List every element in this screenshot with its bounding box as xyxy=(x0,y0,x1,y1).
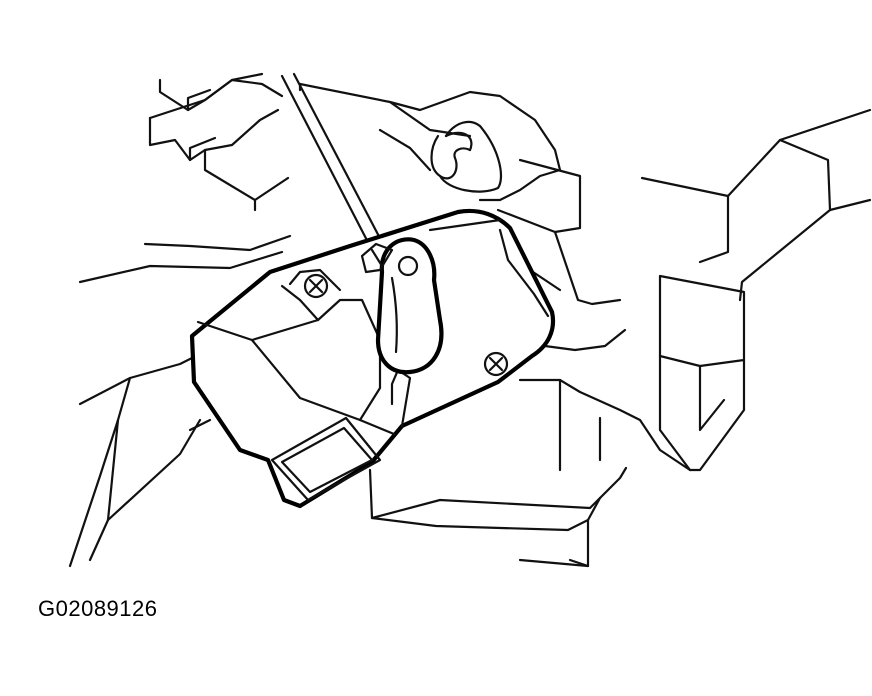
upper-left-bracket xyxy=(148,72,290,212)
mounting-screw-right xyxy=(483,351,509,377)
actuator-body xyxy=(189,208,556,509)
mounting-screw-left xyxy=(303,273,329,299)
rod-end-clip xyxy=(360,242,394,274)
control-rod xyxy=(280,72,386,252)
lower-left-frame xyxy=(68,354,212,568)
right-duct-block xyxy=(640,108,872,472)
actuator-lever xyxy=(375,237,444,375)
rod-clip xyxy=(430,120,502,193)
lower-tray xyxy=(368,466,628,568)
heater-housing xyxy=(78,82,692,472)
figure-code: G02089126 xyxy=(38,596,158,621)
